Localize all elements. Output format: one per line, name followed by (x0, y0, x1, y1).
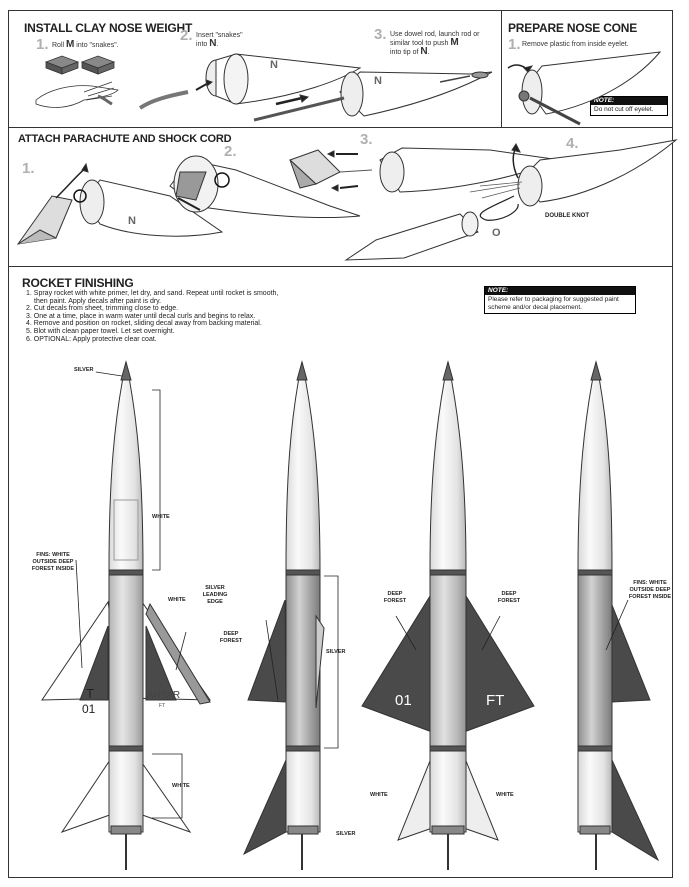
install-n-mark2: N (374, 75, 382, 87)
decal-t: T (86, 686, 94, 701)
label-white-l: WHITE (370, 792, 388, 798)
prepare-note: NOTE: Do not cut off eyelet. (590, 96, 668, 116)
finishing-panel (8, 266, 673, 878)
label-white-body: WHITE (152, 514, 170, 520)
chute-step2-num: 2. (224, 143, 237, 160)
prepare-note-body: Do not cut off eyelet. (594, 106, 654, 113)
chute-step2-illustration (169, 155, 361, 219)
chute-o-mark: O (492, 227, 501, 239)
install-step3-text: Use dowel rod, launch rod or similar too… (390, 31, 480, 57)
decal-big-ft: FT (486, 692, 505, 709)
install-step3-num: 3. (374, 26, 387, 43)
double-knot-label: DOUBLE KNOT (545, 213, 589, 219)
label-deep-forest-r: DEEP FOREST (497, 591, 521, 604)
label-silver-tip: SILVER (74, 367, 94, 373)
finishing-title: ROCKET FINISHING (22, 276, 134, 290)
label-deep-forest-1: DEEP FOREST (219, 631, 243, 644)
prepare-step-num: 1. (508, 36, 521, 53)
decal-antar: ANTAR (147, 690, 181, 701)
chute-n-mark: N (128, 215, 136, 227)
rocket-4 (577, 360, 660, 870)
finishing-note-head: NOTE: (485, 287, 635, 295)
label-deep-forest-l: DEEP FOREST (383, 591, 407, 604)
label-white-fin: WHITE (168, 597, 186, 603)
push-clay-illustration (253, 71, 493, 122)
prepare-title: PREPARE NOSE CONE (508, 21, 638, 35)
label-white-lower: WHITE (172, 783, 190, 789)
rocket-1 (41, 360, 211, 870)
label-white-r: WHITE (496, 792, 514, 798)
chute-step1-illustration (16, 162, 224, 245)
install-step1-text: Roll M into "snakes". (52, 39, 119, 50)
rocket-3 (361, 360, 535, 870)
label-fins-left: FINS: WHITE OUTSIDE DEEP FOREST INSIDE (31, 552, 75, 572)
dimension-brackets (75, 371, 629, 819)
chute-step4-illustration (344, 139, 678, 261)
decal-big-01: 01 (395, 692, 412, 709)
label-silver-bottom: SILVER (336, 831, 356, 837)
decal-01: 01 (82, 702, 96, 716)
finishing-note: NOTE: Please refer to packaging for sugg… (484, 286, 636, 314)
finishing-note-body: Please refer to packaging for suggested … (488, 296, 619, 311)
label-silver-mid: SILVER (326, 649, 346, 655)
label-fins-right: FINS: WHITE OUTSIDE DEEP FOREST INSIDE (628, 580, 672, 600)
parachute-title: ATTACH PARACHUTE AND SHOCK CORD (18, 133, 232, 145)
clay-blocks-illustration (35, 55, 119, 108)
chute-step4-num: 4. (566, 135, 579, 152)
install-title: INSTALL CLAY NOSE WEIGHT (24, 21, 193, 35)
install-step2-text: Insert "snakes"into N. (196, 32, 243, 49)
chute-step1-num: 1. (22, 160, 35, 177)
install-n-mark1: N (270, 59, 278, 71)
decal-ft-small: FT (159, 703, 166, 709)
install-step2-num: 2. (180, 27, 193, 44)
chute-step3-num: 3. (360, 131, 373, 148)
nose-cone-cut-illustration (507, 51, 662, 126)
prepare-step-text: Remove plastic from inside eyelet. (522, 41, 629, 48)
install-step1-num: 1. (36, 36, 49, 53)
label-silver-edge: SILVER LEADING EDGE (202, 585, 228, 605)
finishing-instructions: 1. Spray rocket with white primer, let d… (26, 290, 279, 343)
insert-snakes-illustration (138, 53, 362, 110)
prepare-note-head: NOTE: (591, 97, 667, 105)
rocket-2 (242, 360, 325, 870)
